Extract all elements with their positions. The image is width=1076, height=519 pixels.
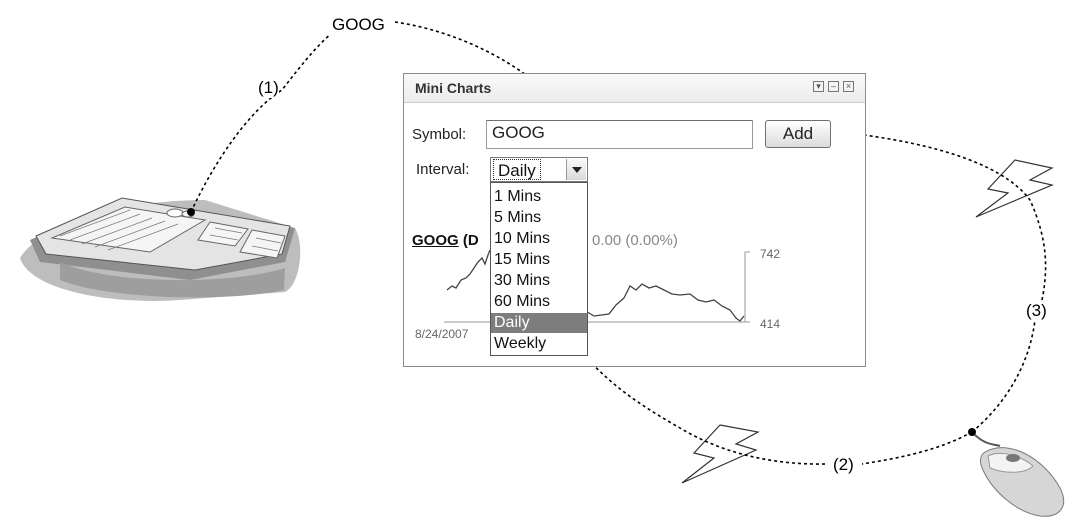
interval-label: Interval: [416,161,470,178]
panel-title: Mini Charts [415,80,492,96]
interval-select[interactable]: Daily [490,157,588,182]
chart-high-label: 742 [760,247,781,261]
dropdown-icon[interactable]: ▾ [813,81,824,92]
step-1-label: (1) [258,78,279,98]
chart-start-date: 8/24/2007 [415,327,469,341]
step-3-label: (3) [1024,301,1049,321]
price-line [446,250,745,322]
lightning-icon [975,159,1054,218]
chart-symbol-suffix: (D [462,232,479,249]
chart-symbol-link[interactable]: GOOG [412,232,459,249]
interval-option[interactable]: 15 Mins [494,251,551,268]
add-button[interactable]: Add [765,120,831,148]
lightning-icon [681,424,760,484]
interval-option[interactable]: 1 Mins [494,188,542,205]
interval-selected-value: Daily [493,159,541,180]
interval-option[interactable]: 5 Mins [494,209,542,226]
interval-option[interactable]: 60 Mins [494,293,551,310]
interval-option[interactable]: 10 Mins [494,230,551,247]
minimize-icon[interactable]: – [828,81,839,92]
symbol-input[interactable]: GOOG [486,120,753,149]
symbol-callout-label: GOOG [330,15,387,35]
close-icon[interactable]: × [843,81,854,92]
step-2-label: (2) [830,455,857,475]
symbol-label: Symbol: [412,126,467,143]
mouse-icon [971,431,1065,517]
chart-low-label: 414 [760,317,781,331]
interval-option[interactable]: Daily [491,313,587,333]
interval-options-list[interactable]: 1 Mins 5 Mins 10 Mins 15 Mins 30 Mins 60 Mins… [490,182,588,356]
panel-header: Mini Charts ▾ – × [404,74,865,103]
keyboard-icon [20,197,301,301]
chart-symbol-label[interactable]: GOOG (D [412,232,479,249]
chevron-down-icon[interactable] [566,159,586,180]
interval-option[interactable]: 30 Mins [494,272,551,289]
chart-change: 0.00 (0.00%) [592,232,678,249]
interval-option[interactable]: Weekly [494,335,547,352]
